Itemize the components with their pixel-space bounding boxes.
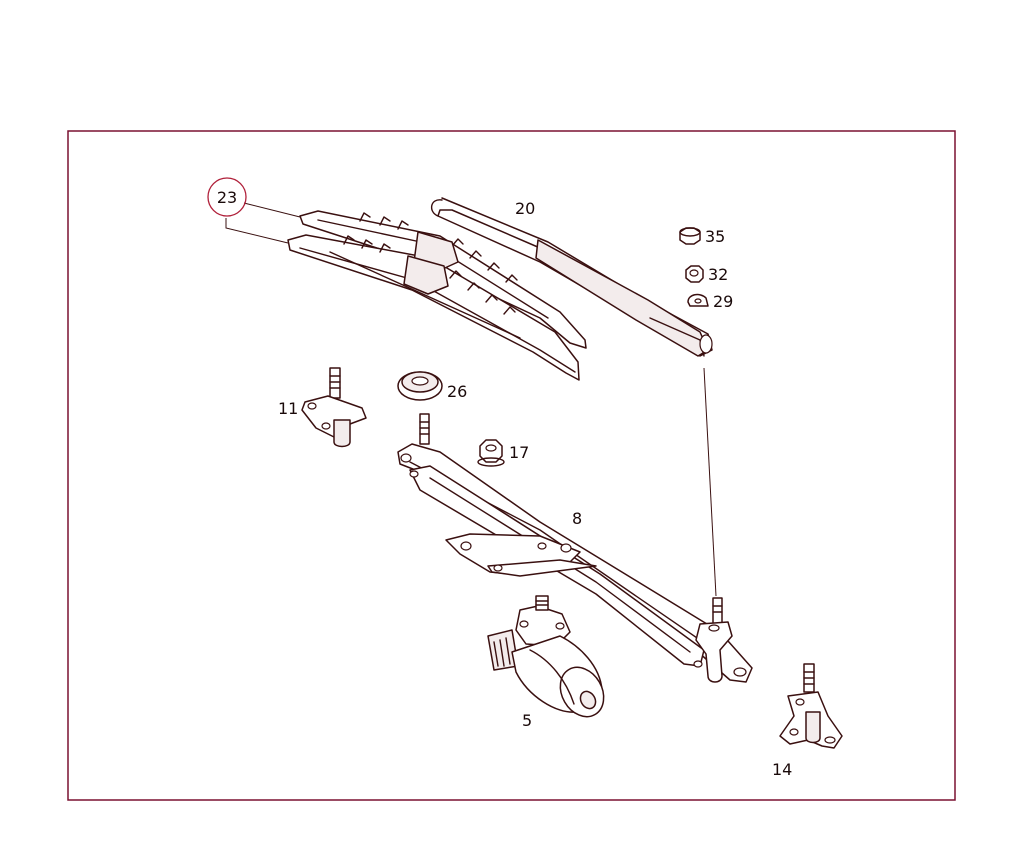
bearing-part-14[interactable] bbox=[779, 663, 843, 749]
leader-23-lower bbox=[225, 218, 289, 244]
label-23: 23 bbox=[217, 188, 237, 207]
wiper-linkage-part-8[interactable] bbox=[397, 413, 753, 683]
label-8: 8 bbox=[572, 509, 582, 528]
callout-circle-23 bbox=[207, 177, 247, 217]
wiper-motor-part-5[interactable] bbox=[487, 595, 612, 725]
grommet-part-26[interactable] bbox=[397, 371, 443, 401]
leader-23-upper bbox=[243, 202, 301, 218]
label-17: 17 bbox=[509, 443, 529, 462]
label-26: 26 bbox=[447, 382, 467, 401]
label-29: 29 bbox=[713, 292, 733, 311]
label-20: 20 bbox=[515, 199, 535, 218]
bearing-part-11[interactable] bbox=[301, 367, 367, 448]
diagram-frame bbox=[67, 130, 956, 801]
label-35: 35 bbox=[705, 227, 725, 246]
cap-part-35[interactable] bbox=[679, 227, 701, 245]
nut-part-17[interactable] bbox=[477, 439, 505, 467]
nut-part-32[interactable] bbox=[685, 265, 704, 283]
label-11: 11 bbox=[278, 399, 298, 418]
washer-part-29[interactable] bbox=[687, 293, 709, 307]
alignment-line bbox=[703, 367, 717, 597]
wiper-blade-part-23[interactable] bbox=[287, 210, 587, 381]
wiper-arm-part-20[interactable] bbox=[431, 197, 713, 357]
label-5: 5 bbox=[522, 711, 532, 730]
label-32: 32 bbox=[708, 265, 728, 284]
label-14: 14 bbox=[772, 760, 792, 779]
